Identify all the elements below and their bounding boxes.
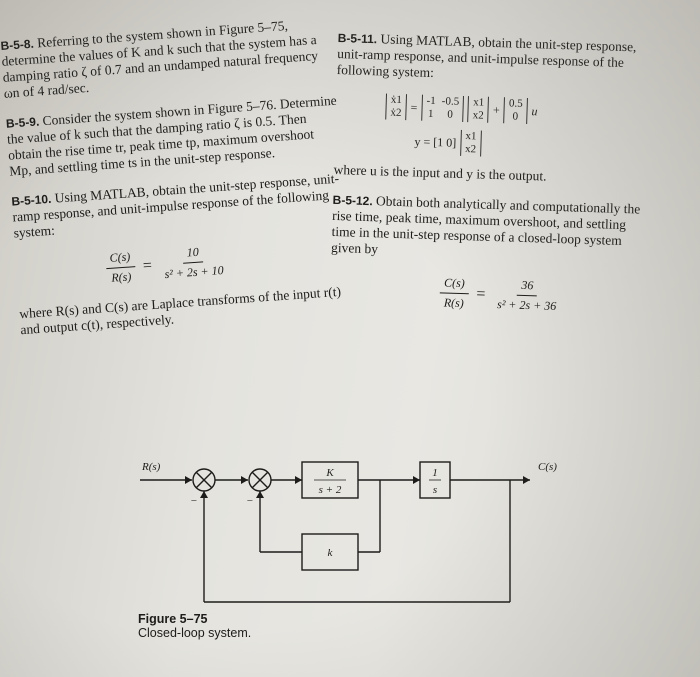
figure-number: Figure 5–75: [138, 612, 208, 626]
block-diagram: R(s) C(s) K s + 2 1 s k − −: [140, 461, 557, 603]
feedback-gain: k: [328, 547, 334, 559]
minus-sign-2: −: [246, 495, 253, 507]
problem-b-5-11-after: where u is the input and y is the output…: [333, 161, 547, 184]
problem-text: Using MATLAB, obtain the unit-step respo…: [11, 170, 340, 241]
problem-number: B-5-12.: [332, 192, 373, 209]
problem-b-5-10: B-5-10. Using MATLAB, obtain the unit-st…: [11, 170, 346, 241]
right-column: B-5-11. Using MATLAB, obtain the unit-st…: [329, 30, 658, 331]
problem-number: B-5-10.: [10, 191, 52, 209]
problem-text: Obtain both analytically and computation…: [330, 193, 641, 257]
arrow-head: [295, 476, 302, 484]
transfer-function-b-5-10: C(s) R(s) = 10 s² + 2s + 10: [15, 232, 349, 292]
input-label: R(s): [141, 461, 161, 473]
x-vector-output: x1 x2: [459, 129, 482, 157]
minus-sign-1: −: [190, 495, 197, 507]
problem-b-5-8: B-5-8. Referring to the system shown in …: [0, 15, 336, 102]
arrow-head: [413, 476, 420, 484]
arrow-head: [256, 491, 264, 498]
problem-b-5-12: B-5-12. Obtain both analytically and com…: [331, 192, 653, 266]
block1-denominator: s + 2: [319, 484, 342, 496]
output-equation: y = [1 0] x1 x2: [414, 128, 655, 162]
problem-number: B-5-9.: [5, 114, 40, 131]
tf-rhs: 36 s² + 2s + 36: [496, 277, 557, 313]
problem-number: B-5-8.: [0, 36, 35, 53]
problem-b-5-10-after: where R(s) and C(s) are Laplace transfor…: [18, 283, 342, 338]
problem-text: Referring to the system shown in Figure …: [1, 17, 319, 101]
figure-caption: Figure 5–75 Closed-loop system.: [138, 612, 251, 640]
block2-numerator: 1: [432, 467, 438, 479]
arrow-head: [200, 491, 208, 498]
equals-sign: =: [142, 256, 153, 275]
block2-denominator: s: [433, 484, 437, 496]
left-column: B-5-8. Referring to the system shown in …: [0, 15, 353, 352]
problem-number: B-5-11.: [337, 30, 378, 47]
transfer-function-b-5-12: C(s) R(s) = 36 s² + 2s + 36: [329, 270, 650, 317]
output-label: C(s): [538, 461, 557, 473]
arrow-head: [241, 476, 248, 484]
problem-text: Using MATLAB, obtain the unit-step respo…: [336, 31, 637, 81]
problem-b-5-9: B-5-9. Consider the system shown in Figu…: [5, 93, 341, 180]
arrow-head: [185, 476, 192, 484]
xdot-vector: ẋ1 ẋ2: [385, 93, 408, 121]
problem-text: Consider the system shown in Figure 5–76…: [6, 92, 338, 179]
x-vector: x1 x2: [467, 96, 490, 123]
figure-caption-text: Closed-loop system.: [138, 626, 252, 640]
tf-lhs: C(s) R(s): [105, 249, 136, 286]
block1-numerator: K: [325, 467, 334, 479]
tf-rhs: 10 s² + 2s + 10: [164, 244, 225, 282]
b-matrix: 0.5 0: [503, 97, 528, 124]
equals-sign: =: [476, 284, 486, 303]
tf-lhs: C(s) R(s): [439, 275, 470, 311]
problem-b-5-11: B-5-11. Using MATLAB, obtain the unit-st…: [336, 30, 657, 88]
arrow-head: [523, 476, 530, 484]
